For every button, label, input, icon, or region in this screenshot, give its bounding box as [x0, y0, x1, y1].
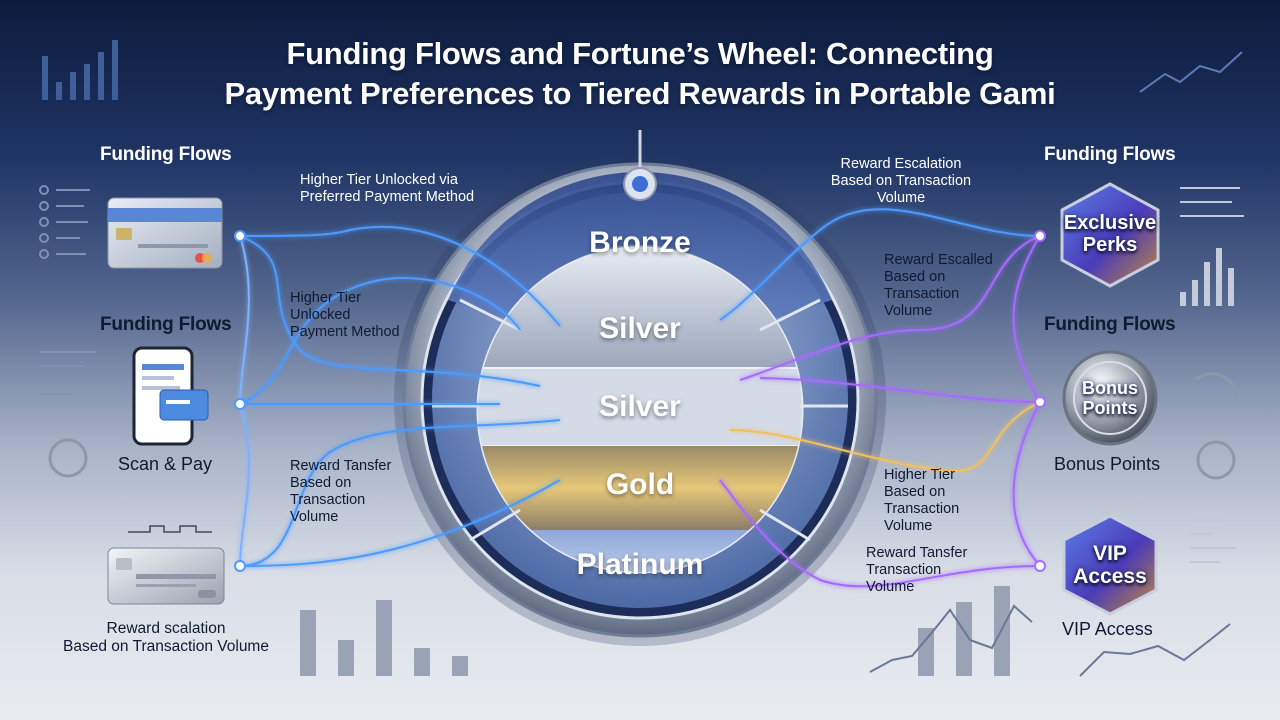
right-connector-label-4: Reward Tansfer Transaction Volume — [866, 545, 968, 595]
decor-line-bottom-right — [869, 604, 1033, 673]
badge-bonus-points: Bonus Points — [1082, 378, 1138, 418]
badge-vip-access: VIP Access — [1073, 542, 1147, 588]
right-connector-label-1: Reward Escalation Based on Transaction V… — [830, 156, 972, 206]
right-connector-label-3: Higher Tier Based on Transaction Volume — [884, 467, 960, 534]
credit-card-icon-silver — [107, 547, 225, 605]
decor-bars-top-left — [42, 40, 118, 100]
left-connector-label-3: Reward Tansfer Based on Transaction Volu… — [290, 458, 392, 525]
credit-card-icon — [107, 197, 223, 269]
title-line-2: Payment Preferences to Tiered Rewards in… — [224, 76, 1056, 111]
left-connector-label-1: Higher Tier Unlocked via Preferred Payme… — [300, 172, 475, 205]
vip-access-caption: VIP Access — [1062, 619, 1153, 639]
right-heading-mid: Funding Flows — [1044, 314, 1176, 335]
hexagon-badge-icon — [1060, 182, 1160, 288]
flow-nodes — [234, 230, 1046, 572]
smartphone-wallet-icon — [132, 346, 209, 446]
decor-line-top-right — [1139, 51, 1243, 93]
decor-list-left — [39, 185, 96, 395]
decor-bars-right — [1180, 248, 1234, 306]
flow-lines — [239, 208, 1041, 588]
bonus-points-caption: Bonus Points — [1054, 454, 1161, 474]
decor-circuit-left — [128, 525, 212, 533]
decor-arc-right — [1194, 372, 1238, 401]
decor-line-bottom-right-2 — [1079, 623, 1231, 677]
tier-wheel — [394, 130, 886, 646]
coin-badge-icon — [1062, 350, 1158, 446]
decor-bars-bottom — [300, 586, 1010, 676]
left-heading-mid: Funding Flows — [100, 314, 232, 335]
tier-gold: Gold — [605, 468, 675, 501]
scan-pay-caption: Scan & Pay — [118, 454, 213, 474]
left-bottom-caption: Reward scalation Based on Transaction Vo… — [63, 620, 269, 655]
right-connector-label-2: Reward Escalled Based on Transaction Vol… — [884, 252, 993, 319]
decor-gauge-right — [1196, 440, 1236, 480]
tier-bronze: Bronze — [589, 226, 691, 259]
decor-list-right — [1180, 187, 1244, 563]
title-line-1: Funding Flows and Fortune’s Wheel: Conne… — [286, 36, 994, 71]
left-heading-top: Funding Flows — [100, 144, 232, 165]
decor-gauge-left — [48, 438, 88, 478]
hexagon-badge-icon-vip — [1062, 514, 1158, 616]
left-connector-label-2: Higher Tier Unlocked Payment Method — [290, 290, 400, 340]
tier-silver-2: Silver — [599, 390, 681, 423]
tier-platinum: Platinum — [576, 548, 704, 581]
tier-silver-1: Silver — [599, 312, 681, 345]
right-heading-top: Funding Flows — [1044, 144, 1176, 165]
badge-exclusive-perks: Exclusive Perks — [1063, 212, 1157, 256]
